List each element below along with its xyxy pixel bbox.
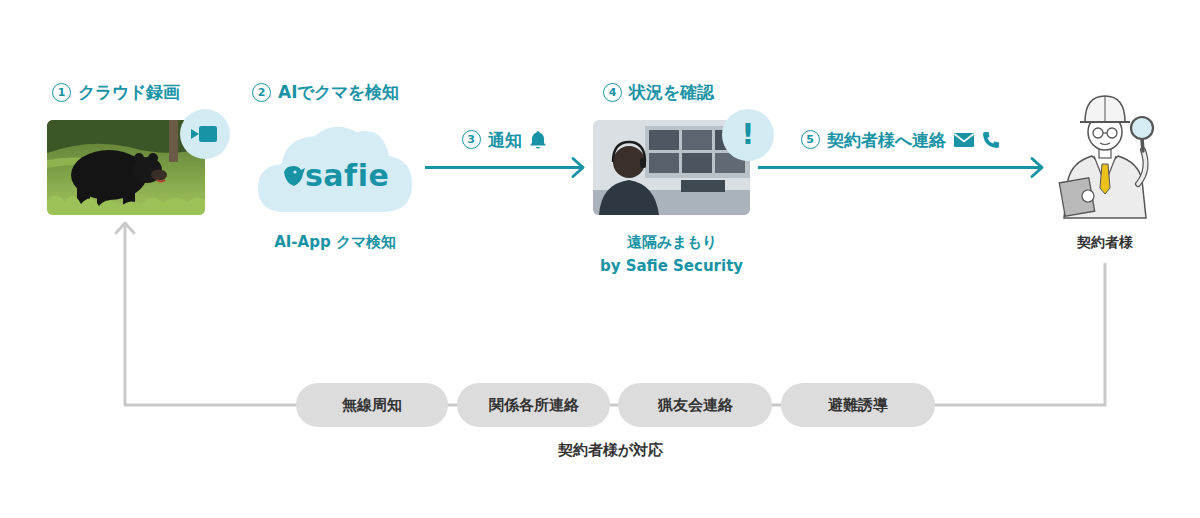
drawing-part	[613, 142, 645, 162]
step-number: 2	[252, 83, 271, 102]
pill-text: 関係各所連絡	[489, 396, 579, 415]
mail-icon	[953, 132, 975, 148]
step-heading: AIでクマを検知	[278, 81, 399, 103]
drawing-part	[954, 134, 973, 142]
heading-row: 2 AIでクマを検知	[252, 81, 399, 103]
connector	[935, 263, 1105, 405]
arrow-head	[573, 159, 583, 177]
drawing-part	[157, 180, 165, 182]
heading-row: 4 状況を確認	[603, 81, 714, 103]
photo-node: 1クラウド録画	[47, 120, 205, 215]
alert-bubble: !	[722, 109, 774, 161]
drawing-part	[613, 146, 645, 178]
drawing-part	[191, 129, 199, 139]
step-heading: クラウド録画	[78, 81, 180, 103]
action-pill: 避難誘導	[781, 383, 935, 427]
drawing-part	[1059, 178, 1094, 217]
drawing-part	[284, 166, 305, 186]
connector-line	[772, 404, 781, 407]
connector-line	[425, 166, 583, 169]
service-name: 遠隔みまもり	[627, 232, 717, 252]
drawing-part	[1107, 128, 1117, 138]
arrow-head	[116, 223, 134, 233]
step-number: 4	[603, 83, 622, 102]
callout-number: 3	[462, 130, 481, 149]
connector-line	[125, 223, 296, 405]
edge-label-group: 3 通知	[459, 128, 550, 152]
cloud-node: 2AIでクマを検知safieAI-App クマ検知	[255, 120, 415, 215]
drawing-part	[180, 109, 230, 159]
connector	[425, 159, 583, 177]
drawing-part	[1142, 139, 1143, 151]
drawing-part	[293, 170, 296, 173]
drawing-part	[682, 130, 712, 150]
drawing-part	[258, 127, 412, 212]
pill-text: 避難誘導	[828, 396, 888, 415]
drawing-part	[1138, 150, 1146, 184]
action-pill: 無線周知	[296, 383, 448, 427]
drawing-part	[1100, 164, 1110, 194]
connector	[772, 405, 781, 406]
drawing-part	[649, 130, 679, 150]
drawing-part	[649, 153, 679, 173]
drawing-part	[1085, 96, 1125, 122]
drawing-part	[1100, 143, 1110, 145]
pill-text: 無線周知	[342, 396, 402, 415]
connector	[758, 159, 1042, 177]
service-name: by Safie Security	[600, 256, 743, 276]
service-name: AI-App クマ検知	[274, 232, 396, 252]
drawing-part	[682, 153, 712, 173]
drawing-part	[148, 153, 158, 163]
action-pill: 猟友会連絡	[618, 383, 772, 427]
callout-number: 5	[801, 130, 820, 149]
drawing-part	[530, 131, 546, 146]
phone-icon	[982, 131, 1000, 149]
drawing-part	[1103, 132, 1107, 133]
drawing-part	[983, 132, 999, 148]
arrow-head	[1032, 159, 1042, 177]
drawing-part	[47, 195, 205, 215]
step-number: 1	[52, 83, 71, 102]
drawing-part	[134, 153, 144, 163]
drawing-part	[1138, 150, 1146, 184]
person-node: 契約者様	[1050, 88, 1160, 255]
connector-label: 契約者様へ連絡	[827, 129, 946, 151]
drawing-part	[681, 180, 725, 192]
drawing-part	[199, 126, 217, 142]
connector	[448, 405, 457, 406]
drawing-part	[535, 147, 540, 149]
drawing-part	[151, 170, 167, 181]
connector	[610, 405, 618, 406]
drawing-part	[1093, 128, 1103, 138]
pill-text: 猟友会連絡	[658, 396, 733, 415]
bear-photo	[47, 120, 205, 215]
bell-icon	[529, 130, 547, 150]
contractor-label: 契約者様	[1077, 232, 1133, 252]
action-pill: 関係各所連絡	[457, 383, 610, 427]
drawing-part	[640, 158, 646, 168]
drawing-part	[599, 180, 659, 215]
connector-line	[758, 166, 1042, 169]
drawing-part	[954, 133, 974, 147]
edge-label-group: 5 契約者様へ連絡	[798, 128, 1003, 152]
drawing-part	[169, 120, 178, 162]
monitor-node: 4状況を確認!遠隔みまもりby Safie Security	[593, 120, 750, 215]
connector-label: 通知	[488, 129, 522, 151]
connector-line	[610, 404, 618, 407]
drawing-part	[1082, 190, 1094, 202]
drawing-part	[1105, 96, 1106, 122]
alert-mark: !	[742, 121, 755, 149]
note-text: 契約者様が対応	[558, 440, 663, 460]
drawing-part	[1131, 117, 1153, 139]
contractor-illustration	[1050, 88, 1160, 218]
heading-row: 1 クラウド録画	[52, 81, 180, 103]
logo-text: safie	[305, 160, 389, 192]
connector-line	[935, 263, 1105, 405]
connector-line	[448, 404, 457, 407]
step-heading: 状況を確認	[629, 81, 714, 103]
connector	[116, 223, 296, 405]
